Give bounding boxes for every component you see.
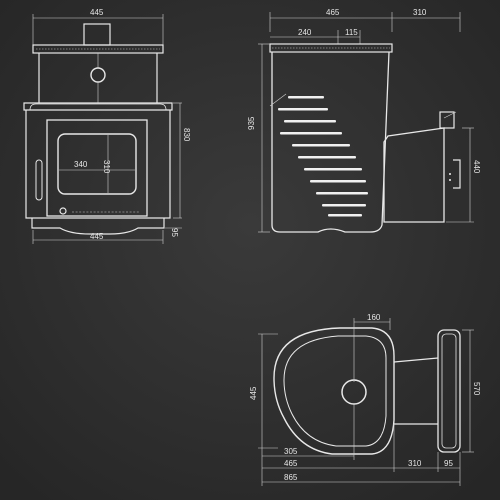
dim-glass-height: 310: [102, 160, 111, 174]
side-top-grill: [269, 43, 393, 53]
dim-top-depth: 570: [472, 382, 481, 396]
dim-top-160: 160: [367, 313, 381, 322]
front-view: 445 340 310: [23, 8, 191, 244]
dim-side-tank-height: 440: [472, 160, 481, 174]
door-lock-icon: [59, 207, 67, 215]
dim-side-depth: 465: [326, 8, 340, 17]
side-vents: [269, 93, 368, 217]
fire-door: [46, 119, 148, 217]
dim-top-95: 95: [444, 459, 453, 468]
top-inner-rim: [283, 335, 387, 447]
dim-glass-width: 340: [74, 160, 88, 169]
side-view: 465 310 240 115 935: [247, 8, 481, 233]
water-tank: [383, 127, 445, 223]
dim-side-height: 935: [247, 116, 256, 130]
dim-top-465: 465: [284, 459, 298, 468]
dim-front-top-width: 445: [90, 8, 104, 17]
top-tank: [437, 329, 461, 453]
dim-front-foot: 95: [170, 228, 179, 237]
tank-tap: [453, 159, 461, 189]
dim-top-310: 310: [408, 459, 422, 468]
tank-lid: [439, 111, 455, 129]
door-glass: [57, 133, 137, 195]
dim-top-width: 445: [249, 386, 258, 400]
top-view: 160 570 445 305 465 310 95 865: [249, 313, 481, 486]
side-handle: [35, 159, 43, 201]
dim-front-base-width: 445: [90, 232, 104, 241]
dim-front-height: 830: [182, 128, 191, 142]
dim-side-lid-240: 240: [298, 28, 312, 37]
dim-side-lid-115: 115: [345, 28, 358, 37]
dim-top-total: 865: [284, 473, 298, 482]
dim-side-tank-ext: 310: [413, 8, 427, 17]
top-outline: [273, 327, 395, 455]
dim-top-305: 305: [284, 447, 298, 456]
